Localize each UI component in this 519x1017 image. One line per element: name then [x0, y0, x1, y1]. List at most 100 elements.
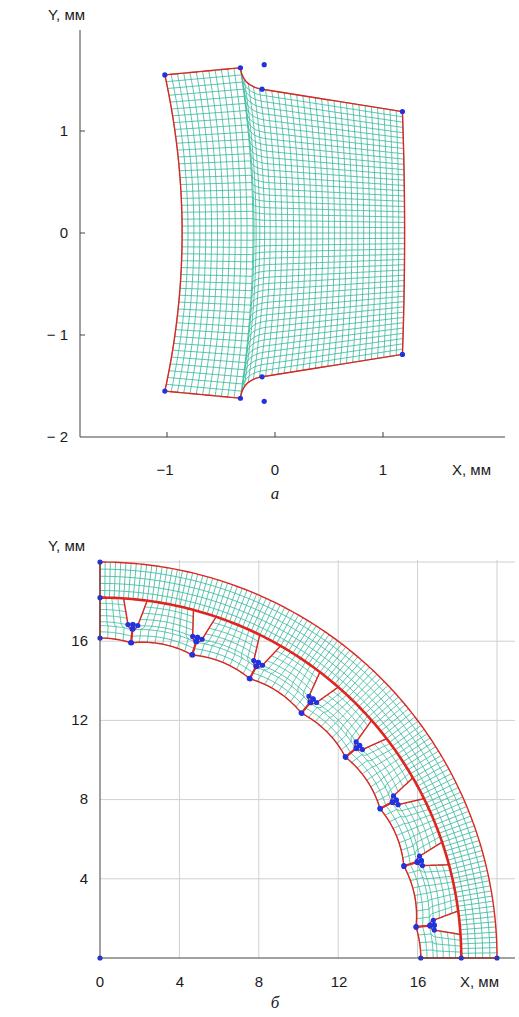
tick-label: 8 [80, 791, 88, 808]
tick-mark [383, 432, 384, 437]
mesh-line [312, 638, 333, 667]
mesh-line [147, 602, 159, 642]
boundary-line [165, 68, 403, 112]
vertex-dot [262, 399, 267, 404]
mesh-line [349, 671, 374, 697]
tick-mark [167, 432, 168, 437]
boundary-line [250, 679, 301, 713]
mesh-line [166, 569, 173, 604]
mesh-line [450, 861, 485, 870]
mesh-line [316, 703, 356, 743]
mesh-line [444, 836, 478, 847]
vertex-dot [195, 635, 200, 640]
mesh-line [416, 911, 458, 927]
mesh-line [355, 678, 380, 703]
mesh-line [437, 816, 470, 829]
mesh-line [315, 695, 347, 722]
mesh-line [458, 901, 493, 906]
grid-line [100, 641, 515, 642]
vertex-dot [125, 622, 130, 627]
boundary-line [192, 610, 196, 655]
mesh-line [400, 738, 430, 758]
mesh-line [345, 667, 369, 693]
mesh-line [404, 866, 417, 926]
mesh-line [342, 664, 366, 690]
mesh-line [176, 132, 404, 159]
vertex-dot [401, 863, 406, 868]
mesh-line [180, 275, 404, 290]
mesh-line [185, 608, 189, 651]
vertex-dot [256, 660, 261, 665]
mesh-line [459, 917, 495, 921]
vertex-dot [420, 863, 425, 868]
mesh-line [442, 831, 476, 842]
mesh-line [168, 82, 403, 122]
mesh-line [309, 635, 330, 664]
mesh-line [460, 927, 496, 930]
vertex-dot [190, 652, 195, 657]
mesh-line [389, 809, 429, 822]
vertex-dot [419, 858, 424, 863]
mesh-line [147, 565, 152, 600]
grid-line [100, 562, 515, 563]
mesh-line [451, 866, 486, 874]
tick-label: 0 [271, 462, 279, 479]
boundary-line [380, 809, 404, 866]
mesh-line [181, 265, 405, 277]
mesh-line [377, 773, 410, 801]
mesh-line [161, 568, 167, 603]
tick-mark [80, 131, 85, 132]
tick-label: 1 [60, 123, 68, 140]
mesh-line [327, 650, 349, 678]
mesh-line [180, 183, 404, 197]
mesh-line [100, 569, 490, 958]
vertex-dot [131, 622, 136, 627]
mesh-line [396, 820, 434, 836]
vertex-dot [400, 352, 405, 357]
mesh-line [410, 876, 452, 881]
grid-line [258, 560, 259, 958]
vertex-dot [162, 72, 167, 77]
boundary-line [404, 842, 442, 866]
mesh-line [165, 68, 403, 112]
boundary-line [346, 739, 387, 758]
boundary-line [380, 778, 413, 808]
mesh-line [179, 168, 404, 185]
mesh-line [216, 583, 227, 617]
mesh-line [420, 942, 462, 946]
vertex-dot [432, 928, 437, 933]
tick-label: 8 [255, 974, 263, 991]
vertex-dot [238, 396, 243, 401]
mesh-line [398, 734, 427, 754]
mesh-line [165, 354, 403, 398]
mesh-line [345, 720, 371, 756]
vertex-dot [393, 797, 398, 802]
mesh-line [380, 778, 413, 808]
mesh-line [327, 703, 356, 732]
mesh-line [193, 617, 217, 655]
vertex-dot [414, 925, 419, 930]
mesh-line [173, 111, 404, 144]
mesh-line [169, 89, 403, 127]
mesh-line [229, 588, 242, 621]
vertex-dot [259, 374, 264, 379]
mesh-line [337, 711, 364, 743]
vertex-dot [238, 65, 243, 70]
mesh-line [385, 804, 427, 815]
mesh-line [460, 932, 496, 934]
mesh-line [456, 891, 491, 897]
boundary-line [250, 646, 281, 679]
tick-label: −1 [156, 462, 173, 479]
mesh-line [399, 825, 436, 842]
mesh-line [175, 312, 404, 341]
mesh-line [285, 618, 303, 649]
vertex-dot [190, 634, 195, 639]
mesh-line [457, 896, 492, 902]
mesh-line [152, 566, 157, 601]
vertex-dot [299, 711, 304, 716]
mesh-line [194, 575, 203, 609]
axis-title: X, мм [452, 462, 491, 479]
boundary-line [302, 713, 345, 756]
vertex-dot [189, 652, 194, 657]
